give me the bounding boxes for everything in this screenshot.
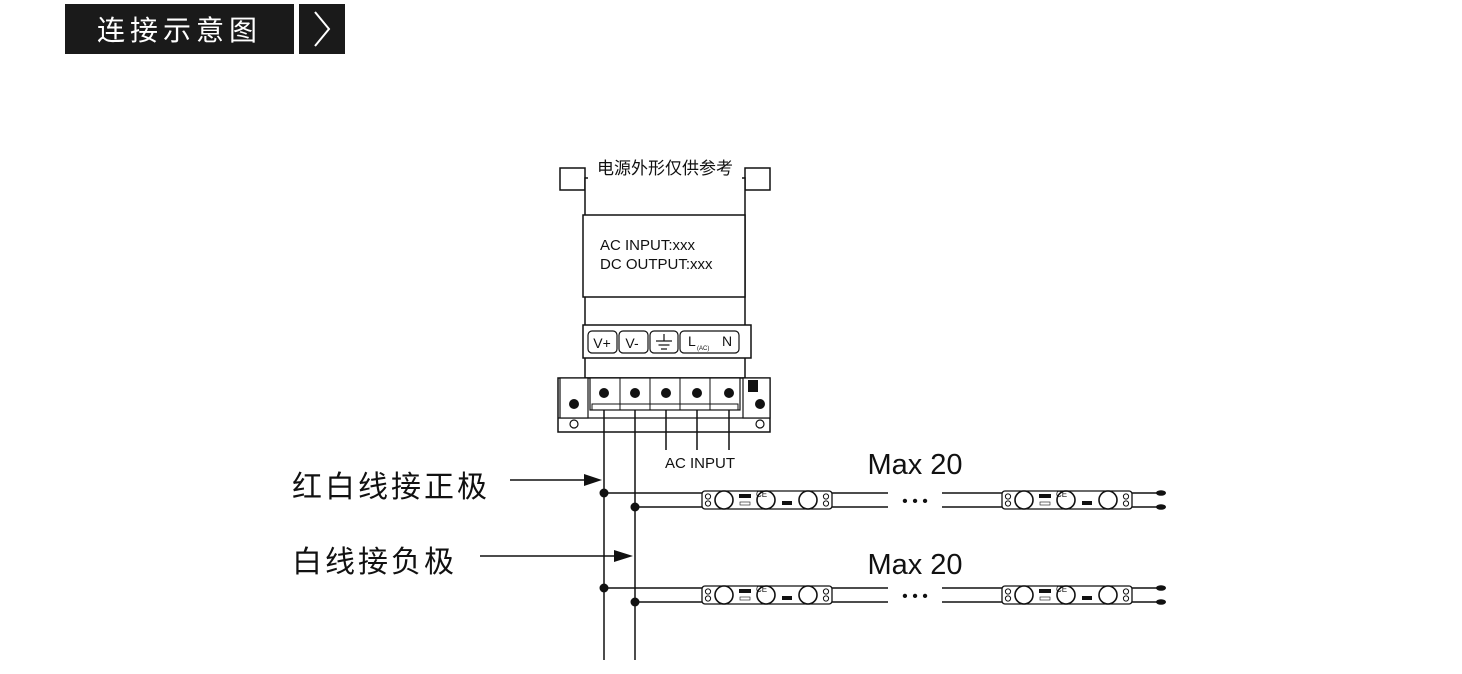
led-string-1 xyxy=(599,488,1167,512)
ce-mark: CE xyxy=(756,490,767,499)
ac-input-wires xyxy=(665,410,730,450)
terminal-vplus-label: V+ xyxy=(593,335,611,351)
display-line-output: DC OUTPUT:xxx xyxy=(600,256,713,273)
max-label-2: Max 20 xyxy=(867,549,962,581)
chevron-right-icon xyxy=(299,4,345,54)
display-line-input: AC INPUT:xxx xyxy=(600,237,696,254)
ac-input-label: AC INPUT xyxy=(665,455,735,472)
wire-end xyxy=(1131,503,1167,511)
wire-end xyxy=(1131,489,1167,497)
wire-end xyxy=(1131,584,1167,592)
led-string-2 xyxy=(599,583,1167,607)
terminal-live-label: L xyxy=(688,333,696,349)
power-supply-caption: 电源外形仅供参考 xyxy=(597,159,733,179)
ground-icon xyxy=(656,334,672,350)
negative-wire-label: 白线接负极 xyxy=(292,545,457,580)
dc-bus-wires xyxy=(603,410,636,660)
max-label-1: Max 20 xyxy=(867,449,962,481)
positive-pointer xyxy=(510,474,602,486)
ce-mark: CE xyxy=(1056,585,1067,594)
chevron-right-icon-glyph xyxy=(314,11,331,47)
section-title: 连接示意图 xyxy=(65,4,294,54)
positive-wire-label: 红白线接正极 xyxy=(292,470,490,505)
section-title-text: 连接示意图 xyxy=(96,14,262,47)
ce-mark: CE xyxy=(756,585,767,594)
negative-pointer xyxy=(480,550,633,562)
power-supply xyxy=(557,167,771,433)
ce-mark: CE xyxy=(1056,490,1067,499)
ellipsis-2: • • • xyxy=(902,588,928,605)
label-panel xyxy=(582,214,746,298)
terminal-neutral-label: N xyxy=(722,333,732,349)
ellipsis-1: • • • xyxy=(902,493,928,510)
terminal-vminus-label: V- xyxy=(625,335,639,351)
wire-end xyxy=(1131,598,1167,606)
terminal-live-sub: (AC) xyxy=(697,346,709,352)
